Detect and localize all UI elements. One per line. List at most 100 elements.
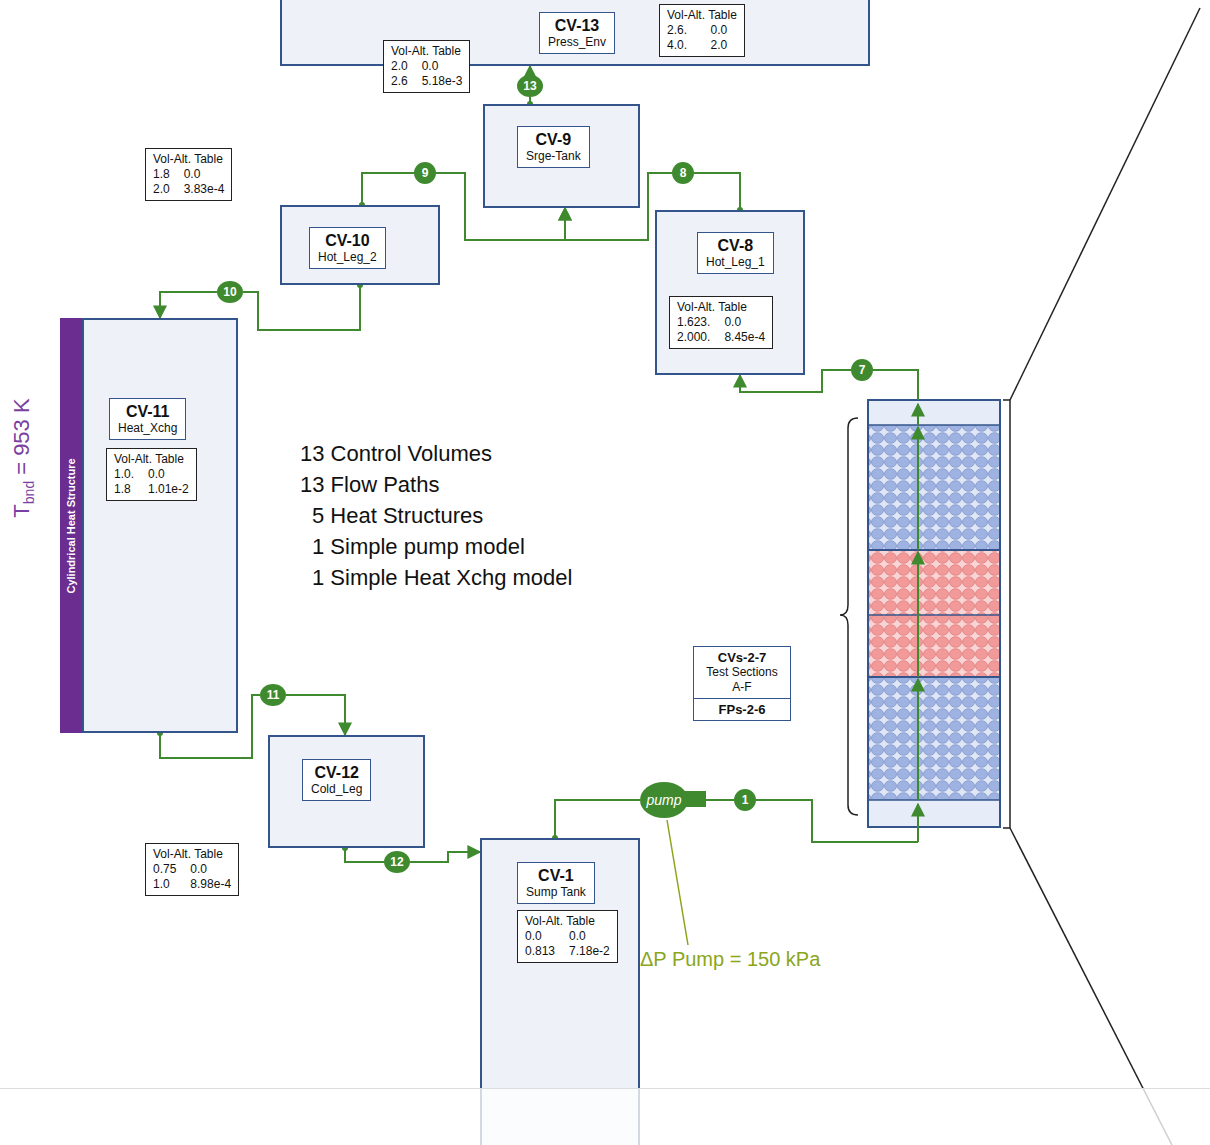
volume-name: Srge-Tank	[526, 149, 581, 164]
symbol: T	[9, 504, 35, 517]
table-cell: 0.0	[711, 23, 737, 38]
volume-id: CV-10	[318, 231, 377, 250]
flow-path-number: 10	[217, 281, 243, 303]
table-header: Vol-Alt. Table	[391, 44, 462, 59]
volume-label-box: CV-9Srge-Tank	[517, 126, 590, 168]
callout-number: 11	[267, 688, 280, 702]
flow-path-number: 11	[260, 684, 286, 706]
table-cell: 2.0	[153, 182, 170, 197]
volume-name: Heat_Xchg	[118, 421, 177, 436]
control-volume: CV-12Cold_Leg	[268, 735, 425, 848]
callout-number: 13	[523, 79, 536, 93]
volume-label-box: CV-1Sump Tank	[517, 862, 595, 904]
band-label: Cylindrical Heat Structure	[65, 458, 77, 593]
volume-name: Sump Tank	[526, 885, 586, 900]
vol-alt-table: Vol-Alt. Table2.00.02.65.18e-3	[383, 40, 470, 93]
table-header: Vol-Alt. Table	[153, 152, 224, 167]
vol-alt-table: Vol-Alt. Table1.623.0.02.000.8.45e-4	[669, 296, 773, 349]
table-grid: 0.750.01.08.98e-4	[153, 862, 231, 892]
callout-number: 1	[742, 793, 749, 807]
table-header: Vol-Alt. Table	[153, 847, 231, 862]
flow-connector	[694, 173, 740, 210]
callout-number: 8	[680, 166, 687, 180]
table-grid: 1.0. 0.0 1.8 1.01e-2	[114, 467, 189, 497]
table-grid: 0.00.00.8137.18e-2	[525, 929, 610, 959]
table-cell: 1.8	[153, 167, 170, 182]
summary-line: 1 Simple Heat Xchg model	[312, 565, 572, 591]
heat-structure-band: Cylindrical Heat Structure	[60, 318, 82, 733]
table-cell: 0.0	[190, 862, 231, 877]
test-section-label: CVs-2-7Test Sections A-F FPs-2-6	[693, 646, 791, 721]
table-cell: 8.45e-4	[724, 330, 765, 345]
volume-name: Cold_Leg	[311, 782, 362, 797]
table-cell: 2.0	[711, 38, 737, 53]
table-cell: 0.813	[525, 944, 555, 959]
pump-label: pump	[646, 792, 681, 808]
volume-id: CV-12	[311, 763, 362, 782]
vol-alt-table: Vol-Alt. Table1.0.0.01.81.01e-2	[106, 448, 197, 501]
table-header: Vol-Alt. Table	[525, 914, 610, 929]
value: = 953 K	[9, 398, 35, 474]
callout-number: 10	[223, 285, 236, 299]
flow-path-number: 7	[851, 359, 873, 381]
vol-alt-table: Vol-Alt. Table0.00.00.8137.18e-2	[517, 910, 618, 963]
volume-id: CV-1	[526, 866, 586, 885]
table-cell: 1.01e-2	[148, 482, 189, 497]
vol-alt-table: Vol-Alt. Table0.750.01.08.98e-4	[145, 843, 239, 896]
flow-line	[756, 800, 918, 842]
flow-path-number: 12	[384, 851, 410, 873]
callout-number: 7	[859, 363, 866, 377]
table-cell: 3.83e-4	[184, 182, 225, 197]
volume-label-box: CV-8Hot_Leg_1	[697, 232, 774, 274]
table-cell: 0.0	[724, 315, 765, 330]
volume-label-box: CV-13Press_Env	[539, 12, 615, 54]
table-header: Vol-Alt. Table	[677, 300, 765, 315]
boundary-temperature: Tbnd = 953 K	[9, 398, 35, 517]
summary-line: 13 Flow Paths	[300, 472, 439, 498]
flow-path-number: 1	[734, 789, 756, 811]
summary-line: 5 Heat Structures	[312, 503, 483, 529]
control-volume: CV-8Hot_Leg_1Vol-Alt. Table1.623.0.02.00…	[655, 210, 805, 375]
table-grid: 1.623.0.02.000.8.45e-4	[677, 315, 765, 345]
flow-path-number: 8	[672, 162, 694, 184]
table-cell: 8.98e-4	[190, 877, 231, 892]
callout-number: 9	[422, 166, 429, 180]
flow-path-ids: FPs-2-6	[702, 702, 782, 717]
volume-id: CV-8	[706, 236, 765, 255]
zoom-line	[1010, 8, 1200, 400]
table-cell: 2.6.	[667, 23, 697, 38]
volume-label-box: CV-12Cold_Leg	[302, 759, 371, 801]
table-grid: 2.6.0.04.0.2.0	[667, 23, 737, 53]
table-cell: 0.0	[184, 167, 225, 182]
section-name: Test Sections A-F	[702, 665, 782, 695]
control-volume: CV-11Heat_XchgVol-Alt. Table1.0.0.01.81.…	[82, 318, 238, 733]
flow-path-number: 13	[517, 75, 543, 97]
subscript: bnd	[21, 481, 37, 504]
table-cell: 0.75	[153, 862, 176, 877]
volume-id: CV-11	[118, 402, 177, 421]
table-cell: 1.623.	[677, 315, 710, 330]
volume-label-box: CV-10Hot_Leg_2	[309, 227, 386, 269]
flow-connector	[160, 292, 217, 318]
section-id: CVs-2-7	[702, 650, 782, 665]
table-grid: 1.8 0.0 2.0 3.83e-4	[153, 167, 224, 197]
volume-id: CV-13	[548, 16, 606, 35]
volume-name: Hot_Leg_1	[706, 255, 765, 270]
control-volume: CV-13Press_EnvVol-Alt. Table2.6.0.04.0.2…	[280, 0, 870, 66]
table-grid: 2.00.02.65.18e-3	[391, 59, 462, 89]
table-cell: 0.0	[525, 929, 555, 944]
vol-alt-table: Vol-Alt. Table2.6.0.04.0.2.0	[659, 4, 745, 57]
flow-line	[873, 370, 918, 400]
leader-line	[667, 820, 688, 945]
bracket	[1003, 400, 1010, 828]
volume-label-box: CV-11Heat_Xchg	[109, 398, 186, 440]
table-cell: 7.18e-2	[569, 944, 610, 959]
control-volume: CV-9Srge-Tank	[483, 104, 640, 208]
table-cell: 1.0.	[114, 467, 134, 482]
table-cell: 1.8	[114, 482, 134, 497]
table-cell: 0.0	[148, 467, 189, 482]
table-cell: 2.0	[391, 59, 408, 74]
flow-connector	[410, 852, 480, 862]
flow-path-number: 9	[414, 162, 436, 184]
